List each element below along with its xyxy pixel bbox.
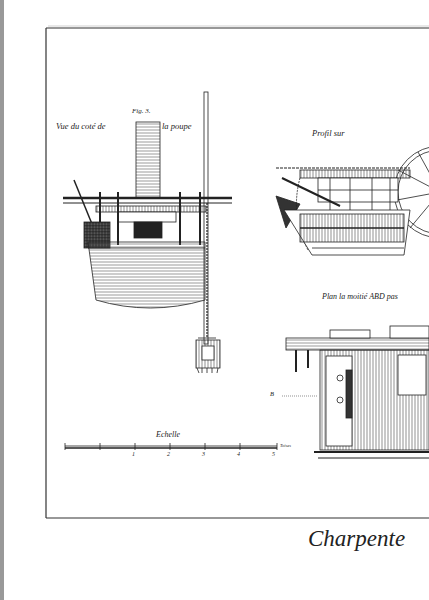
scale-number: 4 [237, 451, 240, 457]
plate-title: Charpente [308, 527, 405, 550]
plan-view [282, 326, 429, 458]
view-title: Profil sur [312, 129, 345, 138]
scale-title: Echelle [156, 431, 180, 439]
stern-view [63, 92, 232, 373]
scale-number: 5 [272, 451, 275, 457]
scale-number: 3 [202, 451, 205, 457]
profile-view [276, 146, 429, 255]
plate-frame [46, 28, 429, 518]
scale-number: 2 [167, 451, 170, 457]
figure-number: Fig. 3. [132, 108, 150, 115]
scale-bar [65, 443, 277, 450]
scale-number: 1 [132, 451, 135, 457]
view-title: Vue du coté de [56, 122, 106, 131]
view-title: la poupe [162, 122, 192, 131]
callout-letter: B [270, 391, 274, 398]
scan-edge [0, 0, 4, 600]
view-title: Plan la moitié ABD pas [322, 293, 398, 301]
scale-unit: Toises [280, 444, 291, 449]
